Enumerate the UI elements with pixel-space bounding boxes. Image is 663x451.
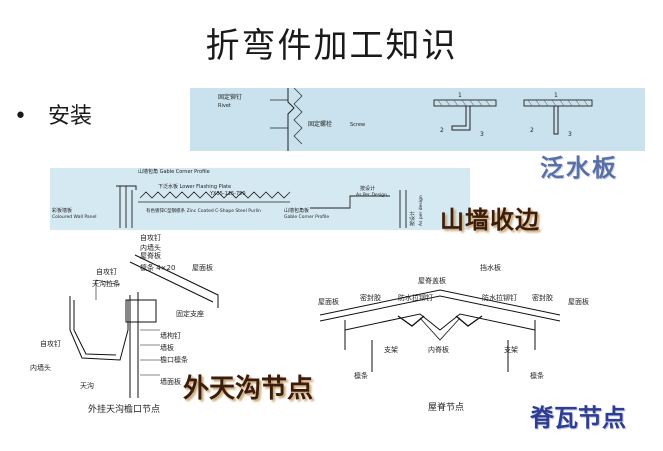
ridge-label-11: 支架 — [504, 345, 518, 354]
purlin-label: 有色镀锌C型钢檩条 Zinc Coated C-Shape Steel Purl… — [146, 207, 261, 214]
screw-en-label: Screw — [350, 122, 365, 128]
gable-diagram: 山墙包角 Gable Corner Profile 下泛水板 Lower Fla… — [50, 168, 470, 230]
ridge-label-10: 内脊板 — [428, 345, 449, 354]
gutter-label-2: 天沟拉条 — [92, 279, 120, 288]
screw-label: 固定螺栓 — [308, 120, 332, 128]
bullet-install: • 安装 — [14, 98, 92, 130]
gutter-label-10: 内墙头 — [30, 363, 51, 372]
gutter-label-9: 自攻钉 — [140, 233, 161, 242]
gutter-label-5: 内墙头 — [140, 243, 161, 252]
gable-profile-label: 山墙包角 Gable Corner Profile — [138, 168, 210, 175]
stamp-shanqiang: 山墙收边 — [440, 205, 540, 234]
ridge-label-8: 屋面板 — [568, 297, 589, 306]
gutter-label-1: 自攻钉 — [96, 267, 117, 276]
stamp-jiwa: 脊瓦节点 — [530, 403, 626, 432]
ridge-label-4: 防水拉铆钉 — [398, 293, 433, 302]
ridge-label-7: 屋面板 — [318, 297, 339, 306]
bullet-marker: • — [14, 104, 27, 129]
gutter-caption: 外挂天沟檐口节点 — [88, 403, 160, 415]
bullet-text: 安装 — [47, 104, 92, 129]
wall-panel-label: 彩板墙板 — [52, 207, 72, 214]
gutter-label-14: 墙面板 — [160, 377, 181, 386]
rivet-label: 固定铆钉 — [218, 93, 242, 101]
callout-1b: 1 — [554, 92, 558, 99]
ridge-label-9: 支架 — [384, 345, 398, 354]
ridge-label-3: 密封胶 — [360, 293, 381, 302]
gutter-label-12: 墙板 — [160, 343, 174, 352]
design-en-label: As Per Design — [356, 192, 387, 198]
ridge-label-1: 屋脊盖板 — [418, 276, 446, 285]
ridge-label-13: 檩条 — [530, 371, 544, 380]
gutter-label-6: 檩条 4×20 — [140, 263, 175, 272]
gutter-label-7: 屋面板 — [192, 263, 213, 272]
rivet-en-label: Rivet — [218, 103, 231, 109]
ridge-label-5: 防水拉铆钉 — [482, 293, 517, 302]
callout-1a: 1 — [458, 92, 462, 99]
side-label-en: As per design — [418, 195, 424, 226]
callout-3b: 3 — [568, 131, 572, 138]
flashing-diagram: 固定铆钉 Rivet 固定螺栓 Screw 1 2 3 1 2 3 — [190, 88, 645, 151]
gable-corner-en-label: Gable Corner Profile — [284, 214, 329, 220]
gutter-label-8: 固定支座 — [176, 309, 204, 318]
flashing-drawing: 固定铆钉 Rivet 固定螺栓 Screw 1 2 3 1 2 3 — [218, 88, 593, 151]
lower-flashing-label: 下泛水板 Lower Flashing Plate — [158, 183, 231, 190]
gutter-label-4: 屋脊板 — [140, 251, 161, 260]
ridge-label-6: 密封胶 — [532, 293, 553, 302]
ridge-caption: 屋脊节点 — [428, 401, 464, 413]
callout-3a: 3 — [480, 131, 484, 138]
gutter-label-3: 自攻钉 — [40, 339, 61, 348]
gable-drawing: 山墙包角 Gable Corner Profile 下泛水板 Lower Fla… — [52, 168, 424, 228]
stamp-waitian: 外天沟节点 — [183, 374, 314, 404]
panel-code-label: YX35-125-750 — [209, 191, 246, 197]
gutter-label-11: 墙枸钉 — [160, 331, 181, 340]
design-label: 按设计 — [360, 185, 375, 192]
callout-2b: 2 — [530, 127, 534, 134]
gutter-label-13: 檐口檩条 — [160, 355, 188, 364]
side-label: 按设计 — [409, 211, 416, 226]
ridge-label-12: 檩条 — [354, 371, 368, 380]
wall-panel-en-label: Coloured Wall Panel — [52, 214, 97, 220]
stamp-fanshui: 泛水板 — [540, 153, 618, 182]
ridge-label-2: 挡水板 — [480, 263, 501, 272]
gutter-label-15: 天沟 — [80, 381, 94, 390]
slide-title: 折弯件加工知识 — [205, 26, 458, 66]
gable-corner-label: 山墙包角板 — [284, 207, 309, 214]
callout-2a: 2 — [440, 127, 444, 134]
